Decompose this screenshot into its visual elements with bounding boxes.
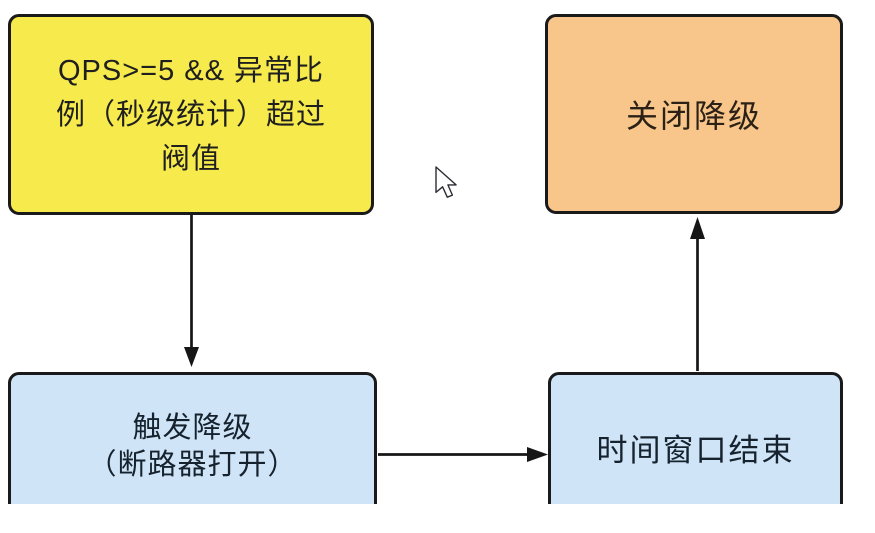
node-close-degrade: 关闭降级: [545, 14, 843, 214]
node-trigger-condition: QPS>=5 && 异常比 例（秒级统计）超过 阀值: [8, 14, 374, 215]
node-text-line: QPS>=5 && 异常比: [57, 54, 325, 87]
node-text-line: 触发降级: [132, 412, 253, 444]
node-window-end-clip: 时间窗口结束: [548, 372, 843, 504]
node-text-line: 阀值: [160, 142, 221, 175]
node-window-end: 时间窗口结束: [548, 372, 843, 504]
node-trigger-degrade: 触发降级 （断路器打开）: [8, 372, 377, 504]
node-text-line: 关闭降级: [625, 98, 762, 134]
node-trigger-degrade-clip: 触发降级 （断路器打开）: [8, 372, 377, 504]
node-text-line: （断路器打开）: [87, 449, 298, 481]
node-text-line: 时间窗口结束: [596, 432, 795, 468]
node-text-line: 例（秒级统计）超过: [55, 98, 326, 131]
arrow-up-window-to-close: [690, 217, 705, 371]
arrow-right-trigger-to-window: [378, 447, 548, 462]
arrow-down-condition-to-trigger: [184, 215, 199, 367]
